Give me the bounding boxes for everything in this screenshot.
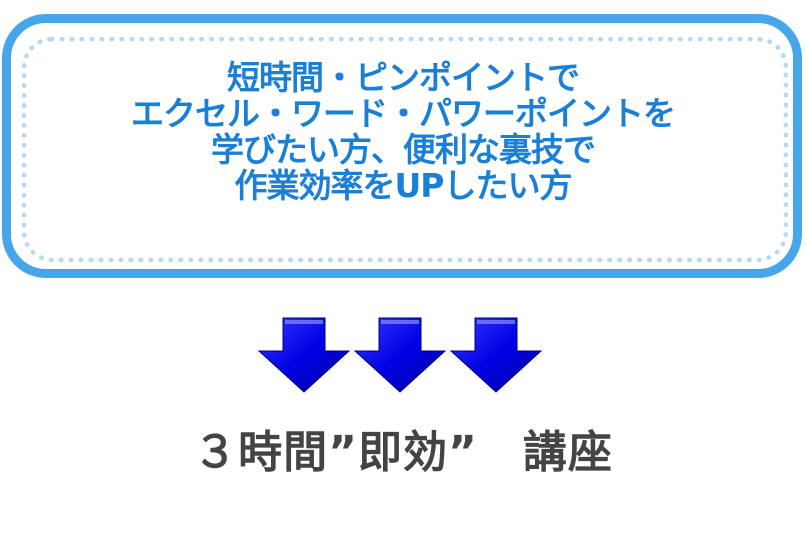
down-arrow-icon	[257, 317, 351, 393]
callout-line-2: エクセル・ワード・パワーポイントを	[131, 94, 676, 133]
callout-line-1: 短時間・ピンポイントで	[227, 58, 580, 97]
callout-line-4: 作業効率をUPしたい方	[234, 166, 573, 205]
down-arrow-icon	[353, 317, 447, 393]
callout-box	[2, 14, 802, 278]
callout-dotted-border	[22, 37, 788, 262]
course-title: ３時間”即効” 講座	[193, 427, 613, 478]
down-arrow-icon	[449, 317, 543, 393]
callout-line-3: 学びたい方、便利な裏技で	[211, 130, 596, 169]
callout-text: 短時間・ピンポイントで エクセル・ワード・パワーポイントを 学びたい方、便利な裏…	[0, 60, 806, 204]
arrow-group	[257, 315, 547, 395]
